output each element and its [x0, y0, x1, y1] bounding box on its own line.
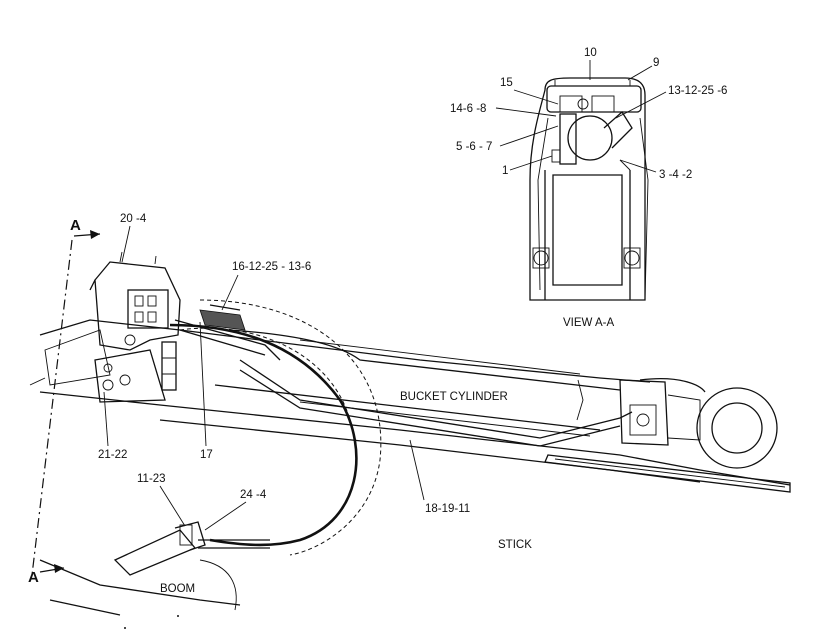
label-stick: STICK: [498, 539, 532, 551]
hose-lines: [169, 304, 633, 547]
view-a-a-section: [529, 77, 649, 301]
callout-10: 10: [584, 47, 597, 59]
section-mark-bottom: A: [28, 569, 39, 586]
section-mark-top: A: [70, 217, 81, 234]
callout-9: 9: [653, 57, 659, 69]
callout-5-6-7: 5 -6 - 7: [456, 141, 492, 153]
valve-block: [89, 251, 181, 403]
hose-swing-arc-inner: [179, 327, 351, 421]
callout-14-6-8: 14-6 -8: [450, 103, 486, 115]
callout-11-23: 11-23: [137, 473, 166, 485]
callout-3-4-2: 3 -4 -2: [659, 169, 692, 181]
callout-16-12-25-13-6: 16-12-25 - 13-6: [232, 261, 311, 273]
label-bucket-cylinder: BUCKET CYLINDER: [400, 391, 508, 403]
callout-15: 15: [500, 77, 513, 89]
boom-fitting: [39, 521, 270, 616]
label-boom: BOOM: [160, 583, 195, 595]
hose-swing-arc-outer: [199, 299, 382, 556]
callout-17: 17: [200, 449, 213, 461]
stick-assembly: [29, 319, 791, 493]
view-a-a-title: VIEW A-A: [563, 317, 614, 329]
callout-1: 1: [502, 165, 508, 177]
callout-20-4: 20 -4: [120, 213, 147, 225]
callout-21-22: 21-22: [98, 449, 127, 461]
callout-18-19-11: 18-19-11: [425, 503, 470, 515]
callout-24-4: 24 -4: [240, 489, 267, 501]
section-line-a-a: [31, 230, 101, 576]
callout-13-12-25-6: 13-12-25 -6: [668, 85, 727, 97]
